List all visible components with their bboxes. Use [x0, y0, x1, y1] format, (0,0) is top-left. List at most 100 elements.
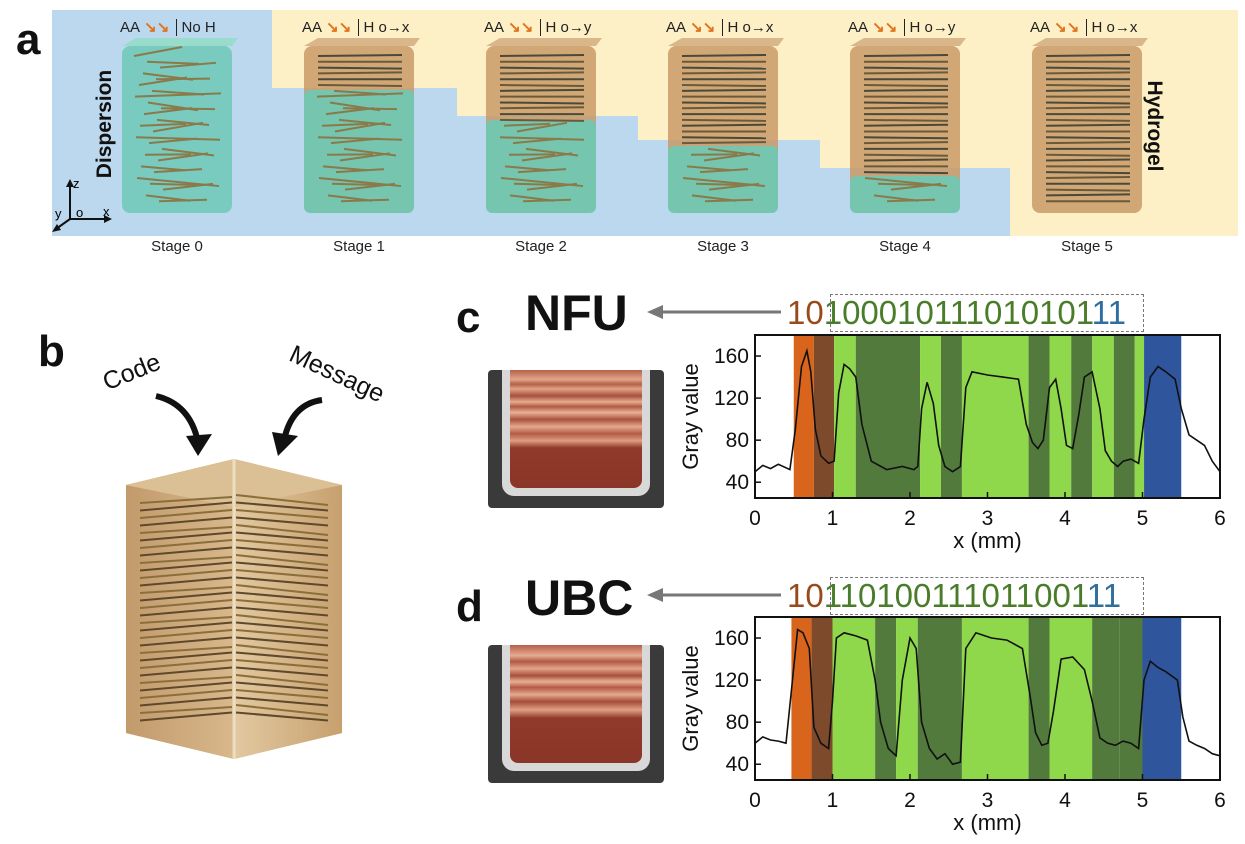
fiber: [499, 118, 585, 122]
layer-fiber: [139, 696, 233, 707]
fiber: [322, 165, 368, 172]
y-tick-label: 160: [714, 627, 749, 650]
fiber: [1045, 71, 1131, 75]
stage-condition: AA ↘↘ H o→x: [1030, 18, 1137, 36]
code-prefix: 10: [787, 294, 824, 331]
stage-label: Stage 0: [151, 238, 203, 255]
layer-fiber: [235, 606, 329, 617]
fiber: [340, 198, 390, 203]
layer-fiber: [235, 651, 329, 662]
y-tick-label: 40: [726, 471, 749, 494]
hydrogel-photo-ubc: [488, 645, 664, 783]
fiber: [1045, 101, 1131, 105]
fiber: [516, 121, 568, 133]
fiber: [135, 136, 221, 141]
fiber: [695, 182, 743, 186]
layer-fiber: [235, 546, 329, 557]
fiber: [1045, 118, 1131, 122]
decode-arrow-icon: [647, 305, 781, 319]
x-tick-label: 4: [1059, 789, 1071, 812]
fiber: [1045, 171, 1131, 175]
code-body-box: [830, 294, 1144, 332]
fiber: [152, 121, 204, 133]
code-band: [920, 335, 941, 498]
stage-label: Stage 1: [333, 238, 385, 255]
fiber: [1045, 88, 1131, 92]
fiber: [499, 71, 585, 75]
block-top-face: [668, 38, 784, 46]
fiber: [140, 165, 186, 172]
code-body-box: [830, 577, 1144, 615]
fiber: [317, 71, 403, 75]
fiber: [149, 182, 197, 186]
fiber: [153, 168, 203, 174]
x-tick-label: 1: [827, 789, 839, 812]
fiber: [1045, 106, 1131, 110]
fiber: [877, 182, 925, 186]
fiber: [499, 66, 585, 70]
code-band: [1134, 335, 1145, 498]
layer-fiber: [235, 516, 329, 527]
layer-fiber: [235, 614, 329, 626]
message-arrow-icon: [272, 397, 323, 456]
layer-fiber: [235, 621, 329, 632]
panel-d-letter: d: [456, 582, 483, 631]
code-band: [1119, 617, 1143, 780]
fiber: [499, 88, 585, 92]
light-arrows-icon: ↘↘: [868, 19, 902, 36]
x-axis-label: x (mm): [953, 810, 1021, 835]
fiber: [330, 137, 380, 145]
fiber: [681, 101, 767, 105]
fiber: [504, 165, 550, 172]
code-arrow-icon: [155, 393, 212, 456]
fiber: [863, 66, 949, 70]
layer-fiber: [235, 531, 329, 542]
layer-fiber: [139, 621, 233, 632]
fiber: [863, 84, 949, 88]
condition-text: H o→x: [727, 19, 774, 36]
fiber: [886, 198, 936, 203]
fiber: [317, 66, 403, 70]
code-band: [811, 617, 833, 780]
axis-y-label: y: [55, 206, 62, 221]
x-tick-label: 2: [904, 789, 916, 812]
layer-fiber: [139, 689, 233, 699]
stage-block: [122, 38, 238, 213]
fiber: [1045, 141, 1131, 145]
separator: [175, 19, 177, 36]
stage-condition: AA ↘↘ H o→x: [302, 18, 409, 36]
fiber: [681, 54, 767, 57]
fiber: [863, 153, 949, 157]
fiber: [325, 107, 375, 116]
x-tick-label: 2: [904, 507, 916, 530]
panel-a-letter: a: [16, 15, 41, 64]
layer-fiber: [235, 711, 329, 722]
panel-c-letter: c: [456, 293, 481, 342]
fiber: [512, 137, 562, 145]
fiber: [890, 182, 942, 191]
gel-volume: [1032, 46, 1142, 213]
code-band: [1092, 617, 1120, 780]
fiber: [686, 165, 732, 172]
fiber: [499, 101, 585, 105]
y-tick-label: 40: [726, 753, 749, 776]
fiber: [513, 182, 561, 186]
fiber: [499, 106, 585, 110]
axis-z-label: z: [73, 176, 80, 191]
code-band: [875, 617, 897, 780]
layer-fiber: [235, 539, 329, 549]
layer-fiber: [235, 524, 329, 536]
fiber: [1045, 54, 1131, 57]
aa-label: AA: [484, 19, 505, 36]
x-tick-label: 3: [982, 507, 994, 530]
condition-text: H o→y: [545, 19, 592, 36]
hydrogel-photo-nfu: [488, 370, 664, 508]
light-arrows-icon: ↘↘: [322, 19, 356, 36]
fiber: [863, 158, 949, 162]
code-band: [1049, 335, 1072, 498]
code-suffix: 1: [1086, 577, 1103, 614]
fiber: [863, 88, 949, 92]
fiber: [139, 122, 187, 127]
layer-fiber: [139, 651, 233, 662]
